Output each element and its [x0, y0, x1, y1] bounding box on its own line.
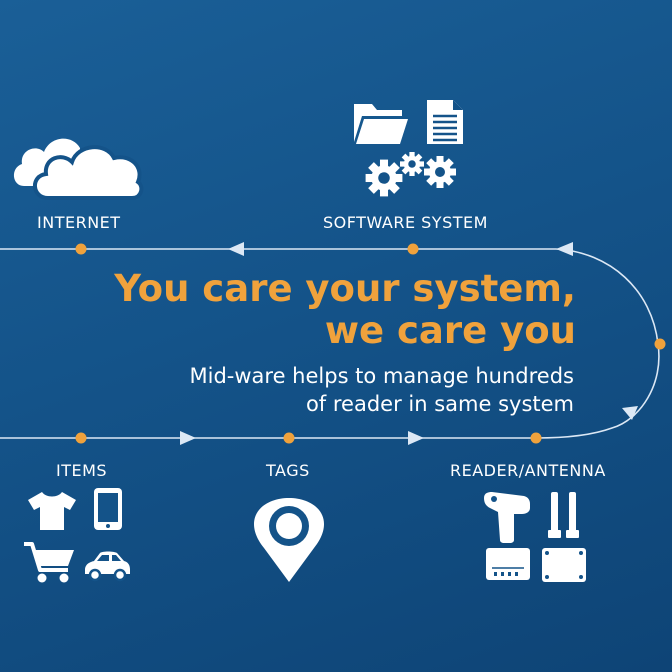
location-pin-icon [254, 498, 324, 582]
car-icon [85, 551, 130, 582]
node-tags [283, 432, 295, 444]
phone-icon [94, 488, 122, 530]
node-reader [530, 432, 542, 444]
arrow-right-bottom-2 [408, 431, 424, 445]
tshirt-icon [28, 492, 76, 530]
reader-device-icon [486, 548, 586, 582]
subtext-line-1: Mid-ware helps to manage hundreds [189, 364, 575, 388]
arrow-left-top-1 [228, 242, 244, 256]
label-tags: TAGS [266, 461, 310, 480]
subtext: Mid-ware helps to manage hundreds of rea… [190, 362, 575, 418]
node-items [75, 432, 87, 444]
document-icon [427, 100, 463, 144]
arrow-left-top-2 [556, 242, 573, 256]
subtext-line-2: of reader in same system [305, 392, 574, 416]
folder-icon [354, 104, 408, 144]
cart-icon [24, 542, 74, 583]
headline-line-2: we care you [324, 309, 576, 352]
gears-icon [365, 152, 456, 197]
arrow-right-bottom-1 [180, 431, 196, 445]
headline-line-1: You care your system, [114, 267, 576, 310]
arrow-curve [622, 406, 638, 420]
node-curve [654, 338, 666, 350]
headline: You care your system, we care you [114, 268, 576, 352]
label-items: ITEMS [56, 461, 108, 480]
flow-arrows [180, 242, 638, 445]
cloud-icon [13, 138, 144, 200]
antenna-icon [548, 492, 579, 538]
curve-flow-line [535, 248, 660, 439]
label-software-system: SOFTWARE SYSTEM [323, 213, 488, 232]
label-internet: INTERNET [37, 213, 121, 232]
flow-lines [0, 248, 660, 439]
node-internet [75, 243, 87, 255]
flow-nodes [75, 243, 666, 444]
node-software [407, 243, 419, 255]
label-reader-antenna: READER/ANTENNA [450, 461, 606, 480]
scanner-icon [484, 492, 530, 543]
